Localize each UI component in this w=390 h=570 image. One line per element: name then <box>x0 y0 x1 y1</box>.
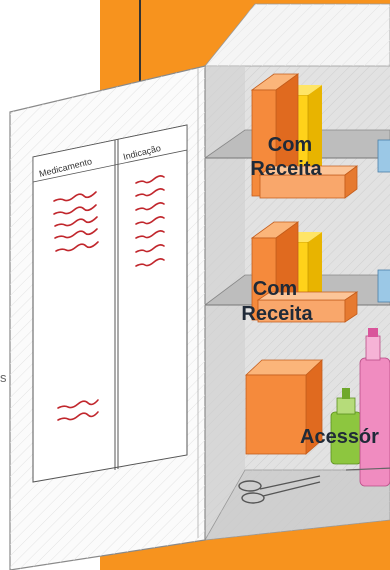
shelf-2-label-line-1: Com <box>253 278 297 300</box>
cabinet-door: Medicamento Indicação <box>10 66 205 570</box>
door-sheet <box>33 125 187 482</box>
shelf-2-label-line-2: Receita <box>241 303 313 325</box>
shelf-3-label: Acessór <box>300 426 379 448</box>
shelf-1-label-line-2: Receita <box>250 158 322 180</box>
edge-caption-fragment: s <box>0 370 7 385</box>
shelf-1-label-line-1: Com <box>268 134 312 156</box>
